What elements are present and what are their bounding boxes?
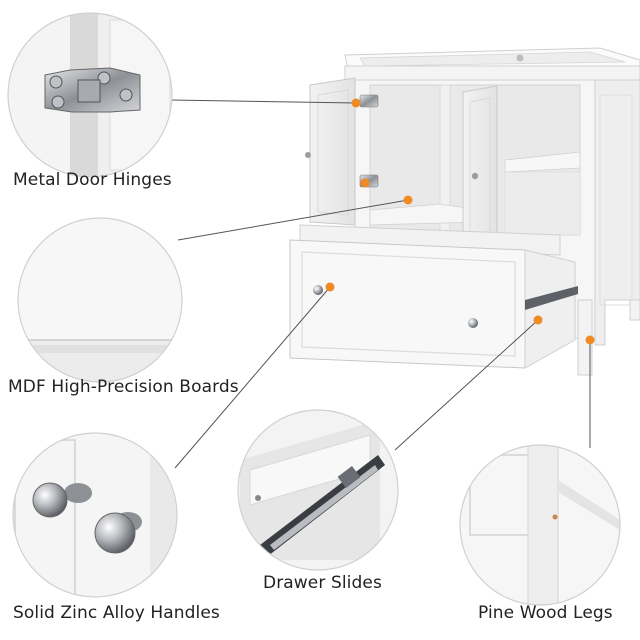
callout-dot-knob <box>325 282 335 292</box>
knob-icon <box>32 482 142 554</box>
leg-icon <box>527 445 559 605</box>
detail-circle-hinges <box>7 12 173 178</box>
vanity-cabinet <box>289 47 640 376</box>
callout-dot-leg <box>585 335 595 345</box>
caption-drawer-slides: Drawer Slides <box>263 573 382 593</box>
caption-pine-wood-legs: Pine Wood Legs <box>478 603 613 623</box>
detail-circle-handles <box>12 432 178 598</box>
callout-dot-hinge-top <box>351 98 361 108</box>
caption-mdf-boards: MDF High-Precision Boards <box>8 377 239 397</box>
caption-metal-door-hinges: Metal Door Hinges <box>13 170 172 190</box>
callout-dot-board <box>403 195 413 205</box>
callout-dot-slide <box>533 315 543 325</box>
drawer-slide-icon <box>260 455 385 556</box>
caption-zinc-alloy-handles: Solid Zinc Alloy Handles <box>13 603 220 623</box>
detail-circle-slides <box>237 409 399 571</box>
detail-circle-legs <box>459 444 621 606</box>
callout-dots <box>325 98 595 345</box>
callout-dot-hinge-bottom <box>360 178 370 188</box>
detail-circle-mdf <box>17 217 183 383</box>
board-icon <box>20 345 180 353</box>
leader-lines <box>169 99 591 469</box>
